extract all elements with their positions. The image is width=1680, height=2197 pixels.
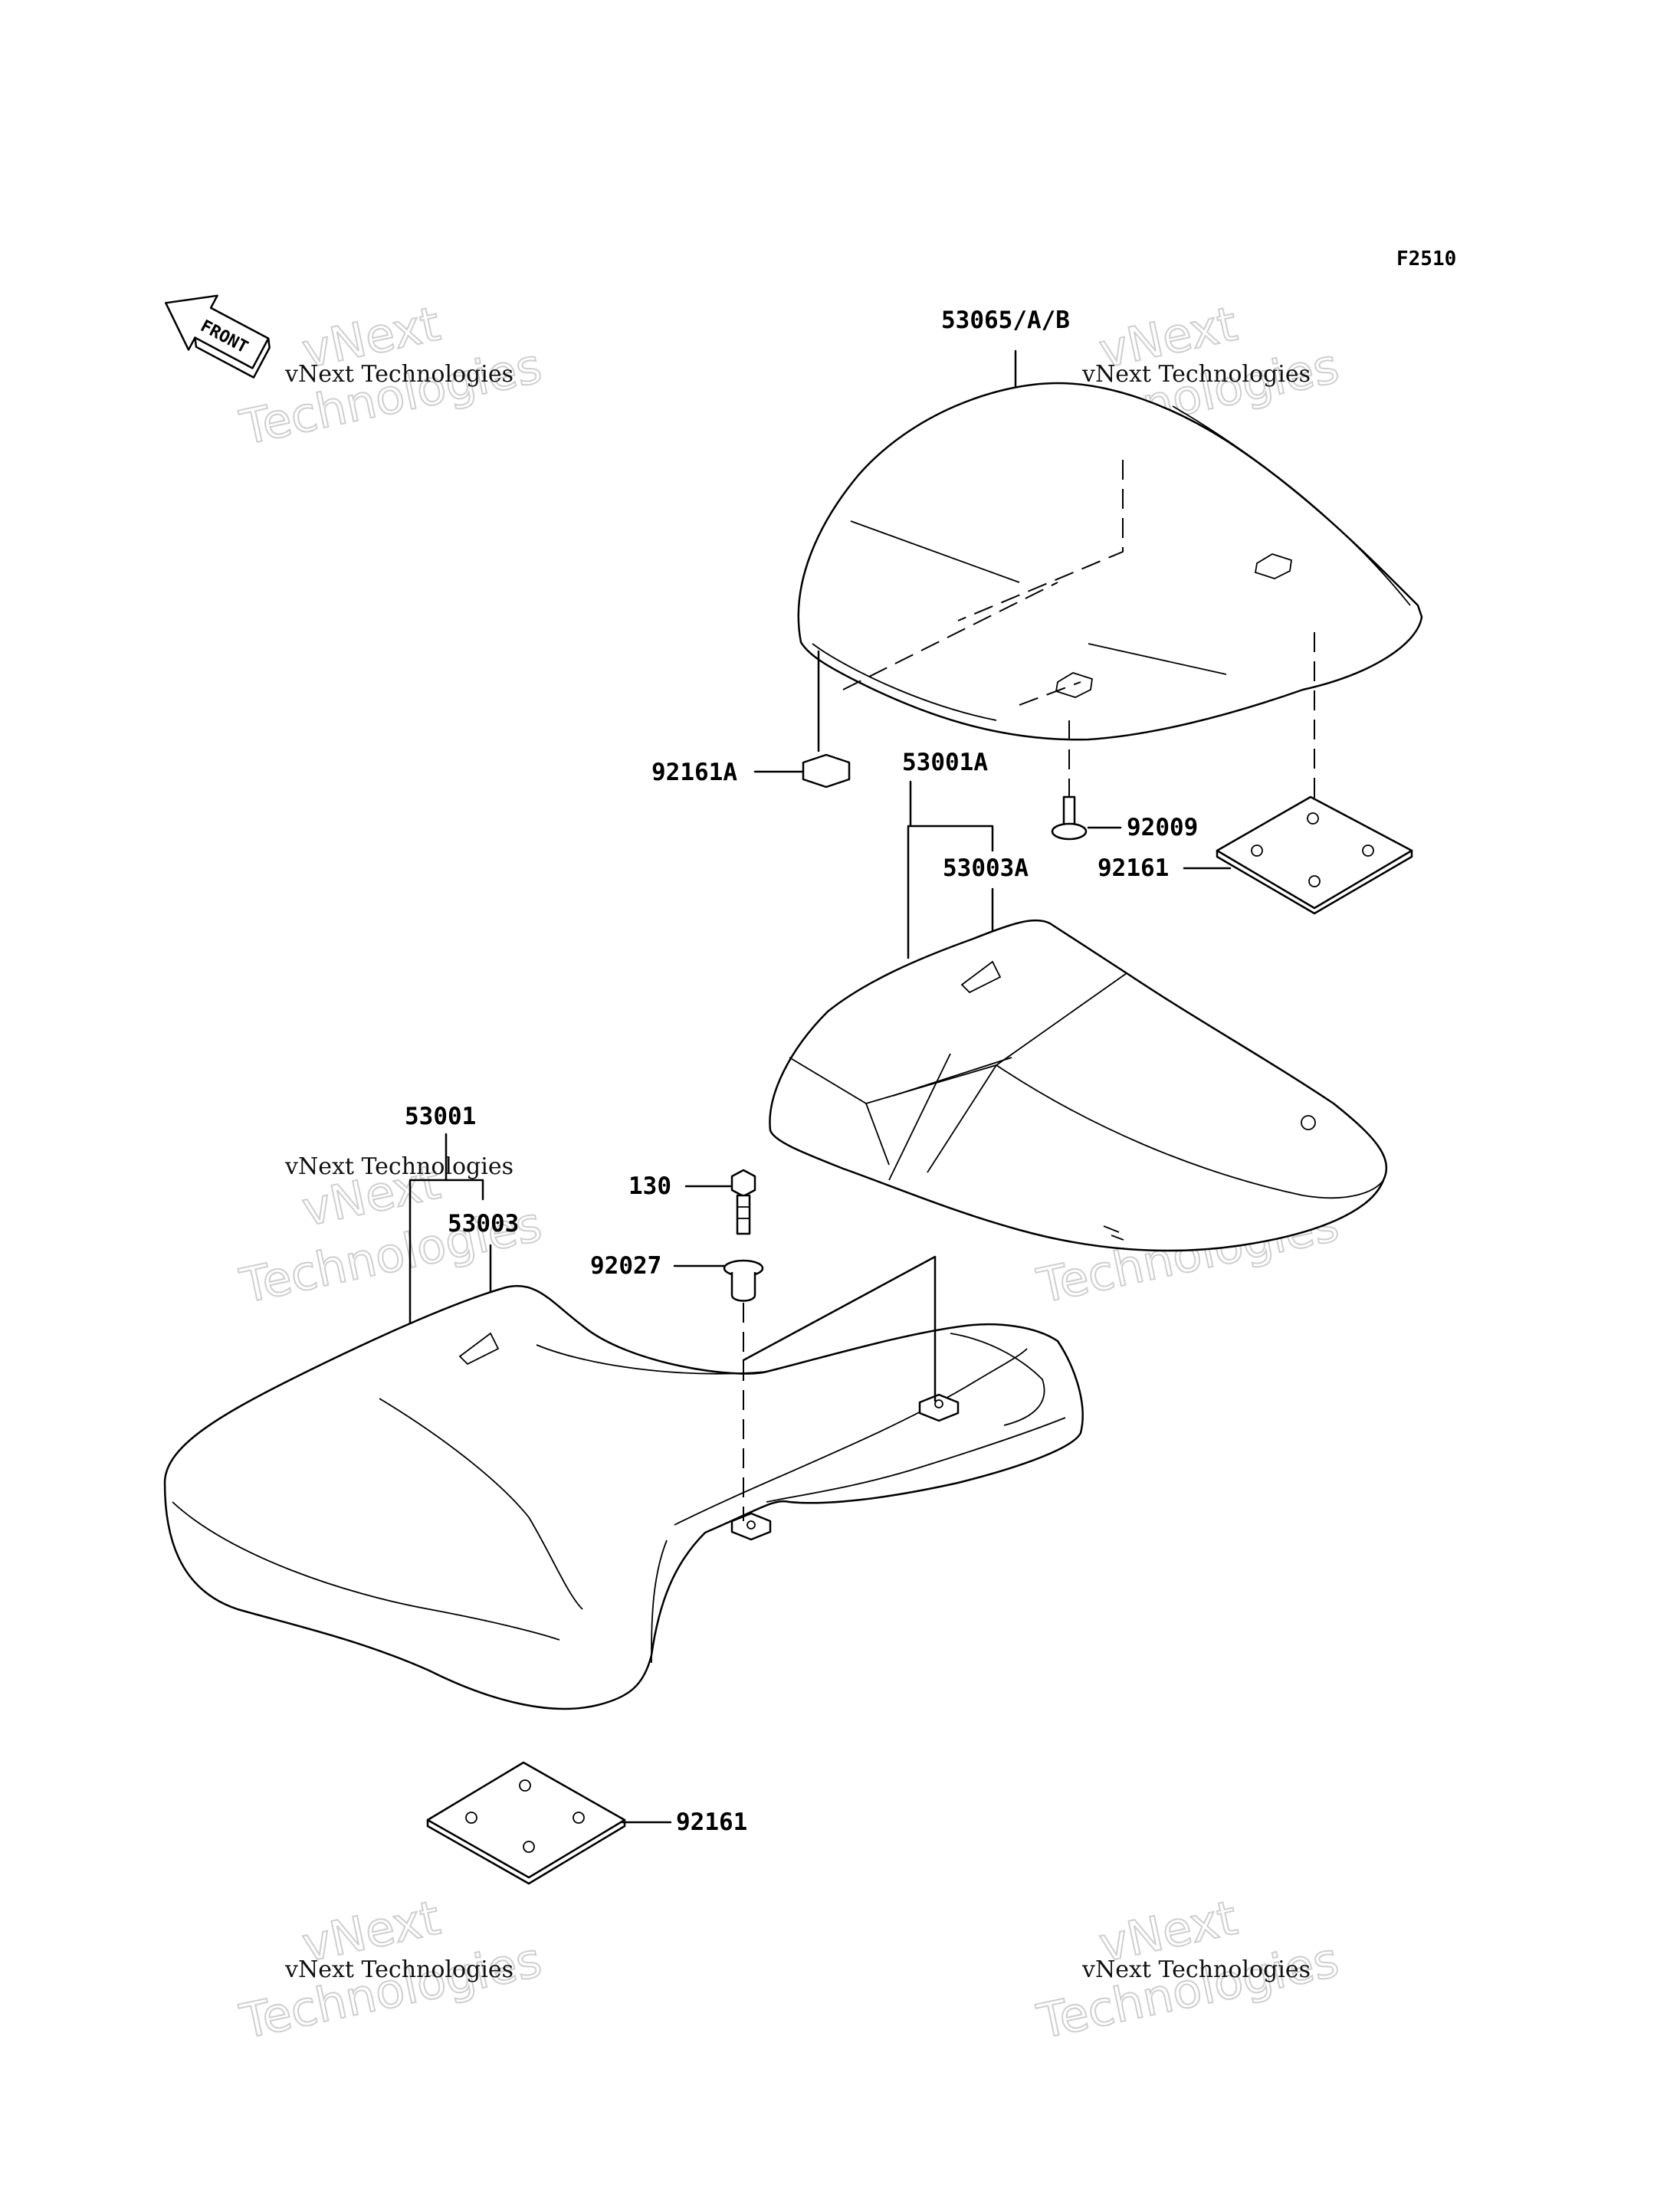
bolt-130-drawing [684, 1169, 756, 1235]
diagram-code: F2510 [1396, 248, 1456, 271]
svg-text:vNext Technologies: vNext Technologies [1081, 361, 1311, 388]
part-label-92161-front: 92161 [676, 1808, 747, 1836]
front-arrow-icon: FRONT [164, 294, 271, 379]
front-seat-drawing [163, 1255, 1084, 1710]
part-label-53003: 53003 [448, 1210, 519, 1238]
damper-plate-front-drawing [426, 1761, 672, 1885]
part-label-53003a: 53003A [943, 854, 1029, 882]
svg-text:vNext Technologies: vNext Technologies [284, 1956, 514, 1983]
watermark-top-left: vNext Technologies vNext Technologies [235, 295, 547, 457]
watermark-bottom-right: vNext Technologies vNext Technologies [1032, 1889, 1344, 2051]
collar-92027-drawing [673, 1259, 764, 1302]
part-label-92161-rear: 92161 [1098, 854, 1169, 882]
damper-plate-rear-drawing [1183, 632, 1413, 915]
rubber-92161a-drawing [753, 650, 851, 789]
part-label-53001: 53001 [405, 1103, 476, 1130]
part-label-53065: 53065/A/B [941, 307, 1070, 334]
part-label-92027: 92027 [590, 1252, 661, 1280]
svg-text:vNext Technologies: vNext Technologies [284, 1153, 514, 1180]
part-label-92161a: 92161A [651, 759, 737, 786]
part-label-92009: 92009 [1127, 814, 1198, 841]
rear-seat-drawing [769, 919, 1388, 1252]
seat-cover-drawing [797, 382, 1423, 741]
part-label-53001a: 53001A [902, 749, 988, 776]
bolt-92009-drawing [1051, 720, 1122, 841]
part-label-130: 130 [628, 1172, 671, 1200]
watermark-bottom-left: vNext Technologies vNext Technologies [235, 1889, 547, 2051]
svg-text:vNext Technologies: vNext Technologies [284, 361, 514, 388]
svg-text:vNext Technologies: vNext Technologies [1081, 1956, 1311, 1983]
